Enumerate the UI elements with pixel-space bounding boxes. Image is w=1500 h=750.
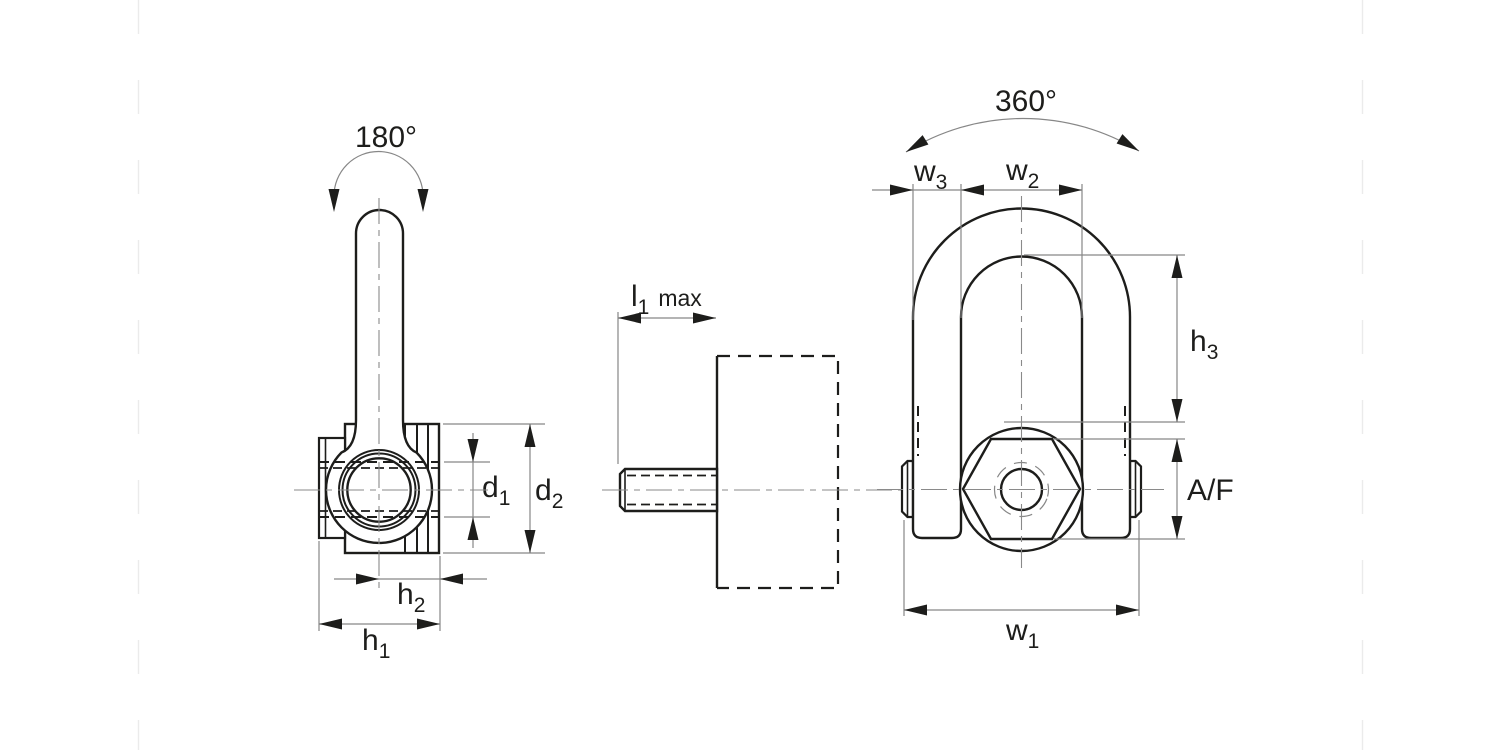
front-thread-circle-dashed [993, 461, 1050, 518]
arrowhead [1171, 439, 1183, 462]
w1-label-sub: 1 [1028, 630, 1040, 653]
w2-label: w2 [1005, 154, 1039, 193]
l1-label: l1 max [631, 280, 702, 319]
h2-label: h2 [397, 578, 425, 617]
arrowhead [417, 618, 440, 630]
h1-label-base: h [362, 624, 379, 657]
mounting-structure-hidden-outline [717, 354, 840, 590]
side-view: 180° d1 d2 h2 h1 [294, 121, 563, 663]
l1-label-sub: 1 [638, 296, 650, 319]
d2-label: d2 [535, 474, 563, 513]
arrowhead [1171, 399, 1183, 422]
d1-label-sub: 1 [499, 487, 511, 510]
af-label: A/F [1187, 474, 1234, 507]
arrowhead [467, 517, 479, 540]
arrowhead [467, 439, 479, 462]
arrowhead [1116, 604, 1139, 616]
rotation-arc-180 [333, 150, 424, 197]
arrowhead [328, 189, 340, 212]
arrowhead [440, 573, 463, 585]
l1-label-base: l [631, 280, 638, 313]
arrowhead [1171, 255, 1183, 278]
w3-label-base: w [913, 155, 936, 188]
h3-label-base: h [1190, 325, 1207, 358]
arrowhead [904, 604, 927, 616]
arrowhead [524, 530, 536, 553]
w3-label-sub: 3 [936, 171, 948, 194]
w1-label-base: w [1005, 614, 1028, 647]
rotation-label-360: 360° [995, 85, 1057, 118]
arrowhead [524, 424, 536, 447]
arrowhead [1059, 184, 1082, 196]
rotation-label-180: 180° [355, 121, 417, 154]
mounting-view: l1 max [602, 280, 908, 590]
w2-label-sub: 2 [1028, 170, 1040, 193]
d2-label-sub: 2 [552, 490, 564, 513]
d1-label-base: d [482, 471, 499, 504]
arrowhead [319, 618, 342, 630]
w2-label-base: w [1005, 154, 1028, 187]
arrowhead [903, 135, 929, 157]
front-view: 360° w3 w2 h3 A/F w1 [872, 85, 1234, 653]
h1-label-sub: 1 [379, 640, 391, 663]
h2-label-sub: 2 [414, 594, 426, 617]
arrowhead [961, 184, 984, 196]
h2-label-base: h [397, 578, 414, 611]
front-shackle-bow [911, 207, 1132, 540]
arrowhead [1171, 516, 1183, 539]
w1-label: w1 [1005, 614, 1039, 653]
arrowhead [890, 184, 913, 196]
l1-label-suffix: max [658, 285, 702, 311]
arrowhead [356, 573, 379, 585]
arrowhead [1116, 134, 1142, 156]
w3-label: w3 [913, 155, 947, 194]
arrowhead [693, 312, 716, 324]
h3-label: h3 [1190, 325, 1218, 364]
d2-label-base: d [535, 474, 552, 507]
h3-label-sub: 3 [1207, 341, 1219, 364]
h1-label: h1 [362, 624, 390, 663]
rotation-arc-360 [905, 117, 1140, 153]
d1-label: d1 [482, 471, 510, 510]
arrowhead [417, 189, 429, 212]
